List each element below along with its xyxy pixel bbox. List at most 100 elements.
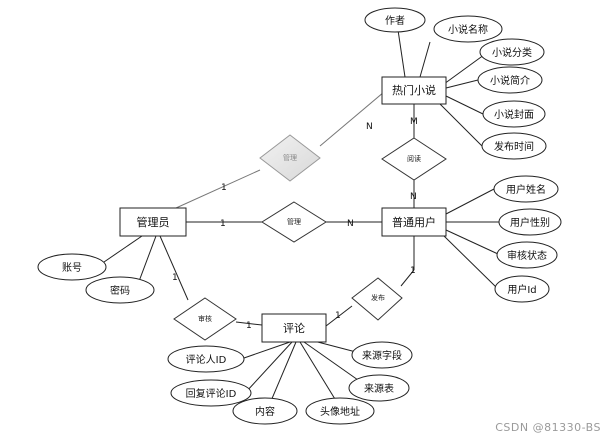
relationship-label: 阅读 — [407, 154, 421, 163]
line-novel-name — [419, 41, 431, 78]
entity-user: 普通用户 — [381, 207, 447, 237]
card-publish-comment: 1 — [335, 311, 341, 321]
attribute-label: 账号 — [62, 262, 82, 274]
relationship-manage-user: 管理 — [261, 201, 327, 243]
line-comment-source-table — [303, 341, 359, 381]
entity-label: 评论 — [283, 321, 305, 335]
line-admin-password — [137, 235, 157, 285]
attribute-oval — [433, 15, 503, 43]
relationship-label: 管理 — [283, 153, 297, 162]
attribute-label: 评论人ID — [186, 353, 227, 366]
line-novel-author — [397, 29, 406, 78]
relationship-label: 审核 — [198, 314, 212, 323]
line-admin-manage-novel — [175, 169, 261, 209]
card-read-user: N — [410, 192, 417, 202]
entity-hot-novel: 热门小说 — [381, 76, 447, 105]
card-manage-novel-hot: N — [366, 122, 373, 132]
line-novel-time — [439, 103, 483, 147]
attribute-oval — [351, 341, 413, 369]
line-admin-account — [103, 235, 143, 263]
line-user-status — [445, 229, 499, 255]
entity-comment: 评论 — [261, 313, 327, 343]
card-admin-manage-user: 1 — [220, 219, 226, 229]
entity-label: 管理员 — [137, 215, 170, 229]
attribute-label: 用户Id — [507, 283, 536, 296]
diamond-review — [173, 297, 237, 341]
attribute-label: 内容 — [255, 405, 275, 418]
line-admin-review — [159, 235, 189, 301]
line-comment-reply — [245, 341, 293, 393]
line-comment-content — [267, 341, 297, 409]
relationship-publish: 发布 — [351, 277, 403, 321]
line-user-id — [443, 235, 497, 288]
card-admin-review: 1 — [172, 273, 178, 283]
relationship-label: 发布 — [371, 293, 385, 302]
entity-label: 普通用户 — [392, 215, 436, 229]
attribute-oval — [496, 241, 558, 269]
line-manage-novel — [319, 91, 385, 147]
card-manage-user-user: N — [347, 219, 354, 229]
attribute-oval — [482, 100, 546, 128]
attribute-label: 小说名称 — [448, 23, 488, 36]
line-user-name — [445, 188, 495, 215]
attributes-user: 用户姓名 用户性别 审核状态 用户Id — [493, 175, 562, 303]
attribute-label: 小说分类 — [492, 46, 532, 59]
attribute-oval — [498, 208, 562, 236]
attribute-label: 作者 — [385, 15, 405, 27]
diamond-manage-novel — [259, 134, 321, 182]
card-hot-read: M — [410, 117, 418, 127]
attribute-oval — [494, 275, 550, 303]
attribute-label: 小说简介 — [490, 74, 530, 87]
relationship-read: 阅读 — [381, 137, 447, 181]
attribute-oval — [477, 66, 543, 94]
line-novel-intro — [445, 79, 479, 89]
attribute-label: 密码 — [110, 284, 130, 297]
attribute-oval — [493, 175, 559, 203]
card-review-comment: 1 — [246, 321, 252, 331]
attribute-oval — [232, 397, 298, 425]
attribute-label: 来源表 — [364, 382, 394, 395]
cardinalities: 1 N M N 1 N 1 1 1 1 — [172, 117, 418, 331]
entity-box — [261, 313, 327, 343]
card-admin-manage-novel: 1 — [221, 183, 227, 193]
diamond-publish — [351, 277, 403, 321]
entity-box — [119, 207, 187, 237]
attribute-oval — [364, 7, 426, 33]
attribute-oval — [167, 345, 245, 373]
attribute-oval — [348, 374, 410, 402]
line-review-comment — [235, 321, 263, 326]
line-comment-commenter — [243, 341, 291, 359]
diamond-read — [381, 137, 447, 181]
line-novel-cover — [445, 95, 484, 115]
attribute-label: 发布时间 — [494, 140, 534, 153]
attribute-label: 用户姓名 — [506, 183, 546, 196]
attribute-label: 审核状态 — [507, 249, 547, 262]
attributes-comment: 评论人ID 回复评论ID 内容 头像地址 来源字段 来源表 — [167, 341, 413, 425]
attribute-oval — [170, 379, 252, 407]
attribute-label: 回复评论ID — [186, 387, 237, 400]
line-user-publish-2 — [400, 269, 415, 287]
attribute-label: 用户性别 — [510, 216, 550, 229]
attribute-oval — [479, 38, 545, 66]
attribute-label: 头像地址 — [320, 405, 360, 418]
line-novel-category — [443, 51, 489, 85]
relationship-label: 管理 — [287, 217, 301, 226]
attribute-oval — [37, 253, 107, 281]
line-publish-comment — [325, 305, 353, 327]
line-comment-avatar — [299, 341, 339, 405]
attribute-label: 小说封面 — [494, 108, 534, 121]
attribute-oval — [305, 397, 375, 425]
attribute-oval — [481, 132, 547, 160]
attribute-label: 来源字段 — [362, 349, 402, 362]
attribute-oval — [85, 276, 155, 304]
entity-admin: 管理员 — [119, 207, 187, 237]
entity-box — [381, 207, 447, 237]
card-user-publish: 1 — [410, 266, 416, 276]
entity-label: 热门小说 — [392, 83, 436, 97]
attributes-novel: 作者 小说名称 小说分类 小说简介 小说封面 发布时间 — [364, 7, 547, 160]
relationship-review: 审核 — [173, 297, 237, 341]
relationship-manage-novel: 管理 — [259, 134, 321, 182]
entity-box — [381, 76, 447, 105]
connector-lines — [103, 29, 499, 409]
